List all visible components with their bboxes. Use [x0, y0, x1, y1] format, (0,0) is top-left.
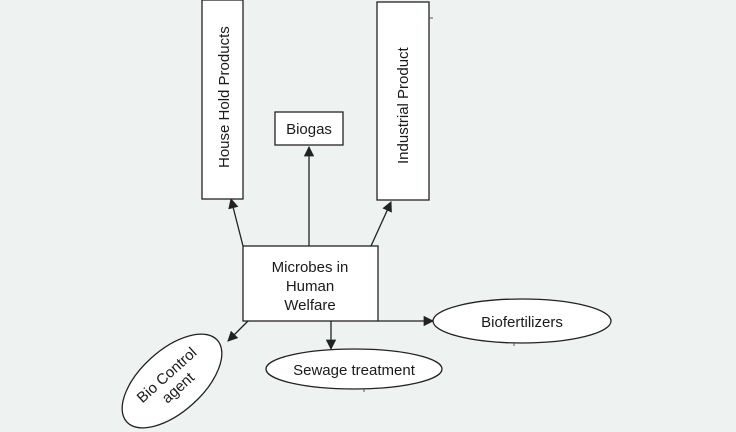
- biogas-node: [274, 111, 344, 146]
- biofertilizers-node: [432, 298, 612, 344]
- industrial-product-node: [376, 1, 430, 201]
- household-products-label: House Hold Products: [216, 26, 233, 168]
- biogas-label: Biogas: [286, 121, 332, 138]
- biofertilizers-label: Biofertilizers: [481, 314, 563, 331]
- biocontrol-agent-node: [121, 333, 223, 429]
- biocontrol-group: Bio Control agent: [121, 333, 223, 429]
- edge-to-industrial: [370, 201, 392, 247]
- household-products-node: [201, 0, 244, 200]
- center-node: [242, 245, 379, 322]
- edge-to-household: [228, 197, 244, 247]
- sewage-treatment-label: Sewage treatment: [293, 362, 416, 379]
- sewage-treatment-node: [265, 348, 443, 390]
- center-label-line-2: Human: [286, 278, 334, 295]
- center-label-line-1: Microbes in: [272, 259, 349, 276]
- center-label-line-3: Welfare: [284, 297, 335, 314]
- edge-to-biocontrol: [227, 320, 249, 342]
- industrial-product-label: Industrial Product: [395, 46, 412, 164]
